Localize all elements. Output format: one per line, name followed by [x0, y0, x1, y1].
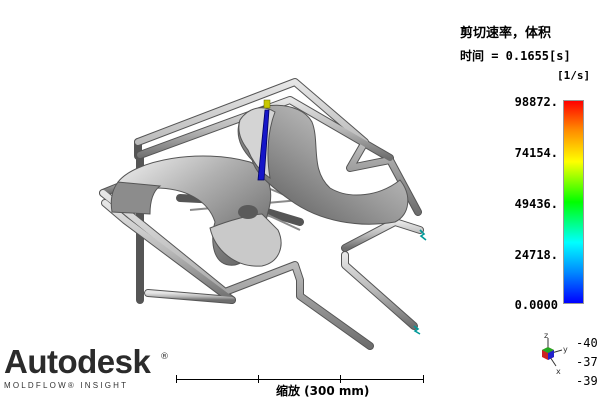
- scale-bar-tick-right: [423, 375, 424, 383]
- scale-bar-tick-mid2: [340, 375, 341, 383]
- scale-tick-min: 0.0000: [514, 298, 558, 312]
- scale-label: 缩放 (300 mm): [276, 384, 370, 398]
- rotation-y-value: -37: [576, 355, 598, 369]
- scale-bar: [176, 379, 424, 380]
- axis-y-label: y: [563, 345, 568, 354]
- sprue: [257, 99, 271, 181]
- result-title: 剪切速率，体积: [460, 26, 552, 41]
- scale-bar-tick-left: [176, 375, 177, 383]
- rotation-x-value: -40: [576, 336, 598, 350]
- autodesk-logo: Autodesk: [4, 343, 151, 380]
- molded-part-left: [110, 155, 282, 267]
- scale-tick-2: 49436.: [514, 197, 558, 211]
- scale-tick-max: 98872.: [514, 95, 558, 109]
- time-readout: 时间 = 0.1655[s]: [460, 49, 571, 63]
- scale-tick-3: 74154.: [514, 146, 558, 160]
- unit-label: [1/s]: [557, 69, 591, 82]
- moldflow-insight-logo: MOLDFLOW® INSIGHT: [4, 381, 129, 390]
- scale-bar-tick-mid1: [258, 375, 259, 383]
- injection-point-icon: [263, 99, 271, 109]
- rotation-z-value: -39: [576, 374, 598, 388]
- orientation-triad-icon[interactable]: z y x: [532, 330, 572, 376]
- color-scale-bar: [563, 100, 584, 304]
- coolant-marker-icon: [413, 229, 427, 335]
- axis-x-label: x: [556, 367, 561, 376]
- axis-z-label: z: [544, 331, 548, 340]
- scale-tick-1: 24718.: [514, 248, 558, 262]
- registered-mark: ®: [160, 352, 169, 362]
